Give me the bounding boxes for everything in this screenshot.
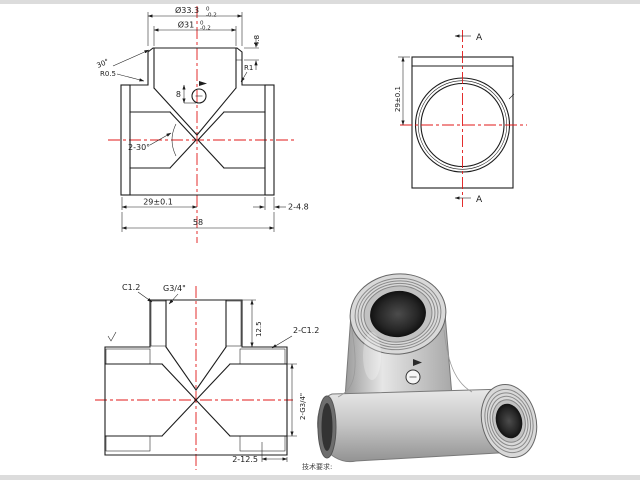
right-opening bbox=[480, 384, 538, 458]
branch-thread-right bbox=[225, 300, 242, 347]
surface-finish-mark bbox=[107, 331, 117, 342]
top-opening bbox=[349, 273, 447, 355]
flag-icon bbox=[199, 81, 207, 89]
top-edge bbox=[0, 0, 640, 4]
dim-inner-tol-upper: 0 bbox=[200, 21, 204, 27]
dim-flange-height: 4.8 bbox=[253, 35, 261, 46]
branch-thread-left bbox=[150, 300, 167, 347]
left-thread-top bbox=[105, 348, 151, 365]
left-opening-bore bbox=[321, 403, 333, 451]
branch-outline bbox=[149, 299, 243, 348]
edge-tick bbox=[508, 93, 515, 100]
right-thread-bottom bbox=[239, 435, 286, 452]
side-bores bbox=[129, 111, 266, 169]
highlight bbox=[363, 332, 381, 380]
front-section-view: Ø33.3 0 -0.2 Ø31 0 -0.2 4.8 30° R0.5 R1 … bbox=[96, 5, 309, 243]
section-label-top: A bbox=[476, 33, 483, 43]
dim-inner-diameter: Ø31 bbox=[178, 20, 194, 30]
thread-section-view: C1.2 G3/4" 12.5 2-C1.2 2-G3/4" 2-12.5 bbox=[95, 283, 319, 470]
dim-inner-tol-lower: -0.2 bbox=[200, 26, 211, 32]
dim-chamfer-angle: 30° bbox=[96, 57, 111, 69]
dim-thread-depth-sides: 2-12.5 bbox=[232, 455, 258, 464]
dim-center-to-top: 29±0.1 bbox=[394, 86, 402, 112]
dim-thread-sides: 2-G3/4" bbox=[299, 393, 307, 420]
left-thread-bottom bbox=[105, 435, 151, 452]
dim-outer-tol-lower: -0.2 bbox=[206, 13, 217, 19]
left-end-cap bbox=[120, 84, 131, 196]
dim-cone-angle: 2-30° bbox=[128, 143, 150, 152]
right-thread-top bbox=[239, 348, 286, 365]
right-end-cap bbox=[264, 84, 275, 196]
side-view: A A 29±0.1 bbox=[394, 30, 527, 207]
dim-bore-depth: 8 bbox=[176, 90, 181, 99]
dim-groove: 2-4.8 bbox=[288, 203, 309, 212]
body-outline bbox=[104, 346, 288, 456]
dim-chamfer-top: C1.2 bbox=[122, 283, 140, 292]
section-label-bottom: A bbox=[476, 195, 483, 205]
dim-chamfer-sides: 2-C1.2 bbox=[293, 326, 319, 335]
dim-radius-left: R0.5 bbox=[100, 70, 116, 78]
side-bores bbox=[105, 363, 287, 437]
dim-thread-top: G3/4" bbox=[163, 284, 186, 293]
inner-vee bbox=[165, 346, 227, 391]
dim-thread-depth-top: 12.5 bbox=[255, 321, 263, 337]
bottom-edge bbox=[0, 475, 640, 480]
technical-requirements-note: 技术要求: bbox=[302, 462, 332, 471]
dim-outer-diameter: Ø33.3 bbox=[175, 5, 199, 15]
inner-profile bbox=[153, 47, 237, 136]
dim-radius-right: R1 bbox=[244, 64, 253, 72]
dim-outer-tol-upper: 0 bbox=[206, 7, 210, 13]
seam-lines bbox=[337, 329, 473, 398]
branch-bore bbox=[165, 300, 227, 348]
flag-icon bbox=[413, 359, 422, 370]
dim-overall-length: 58 bbox=[193, 218, 203, 227]
isometric-view bbox=[317, 273, 538, 463]
dim-center-to-end: 29±0.1 bbox=[143, 198, 173, 207]
